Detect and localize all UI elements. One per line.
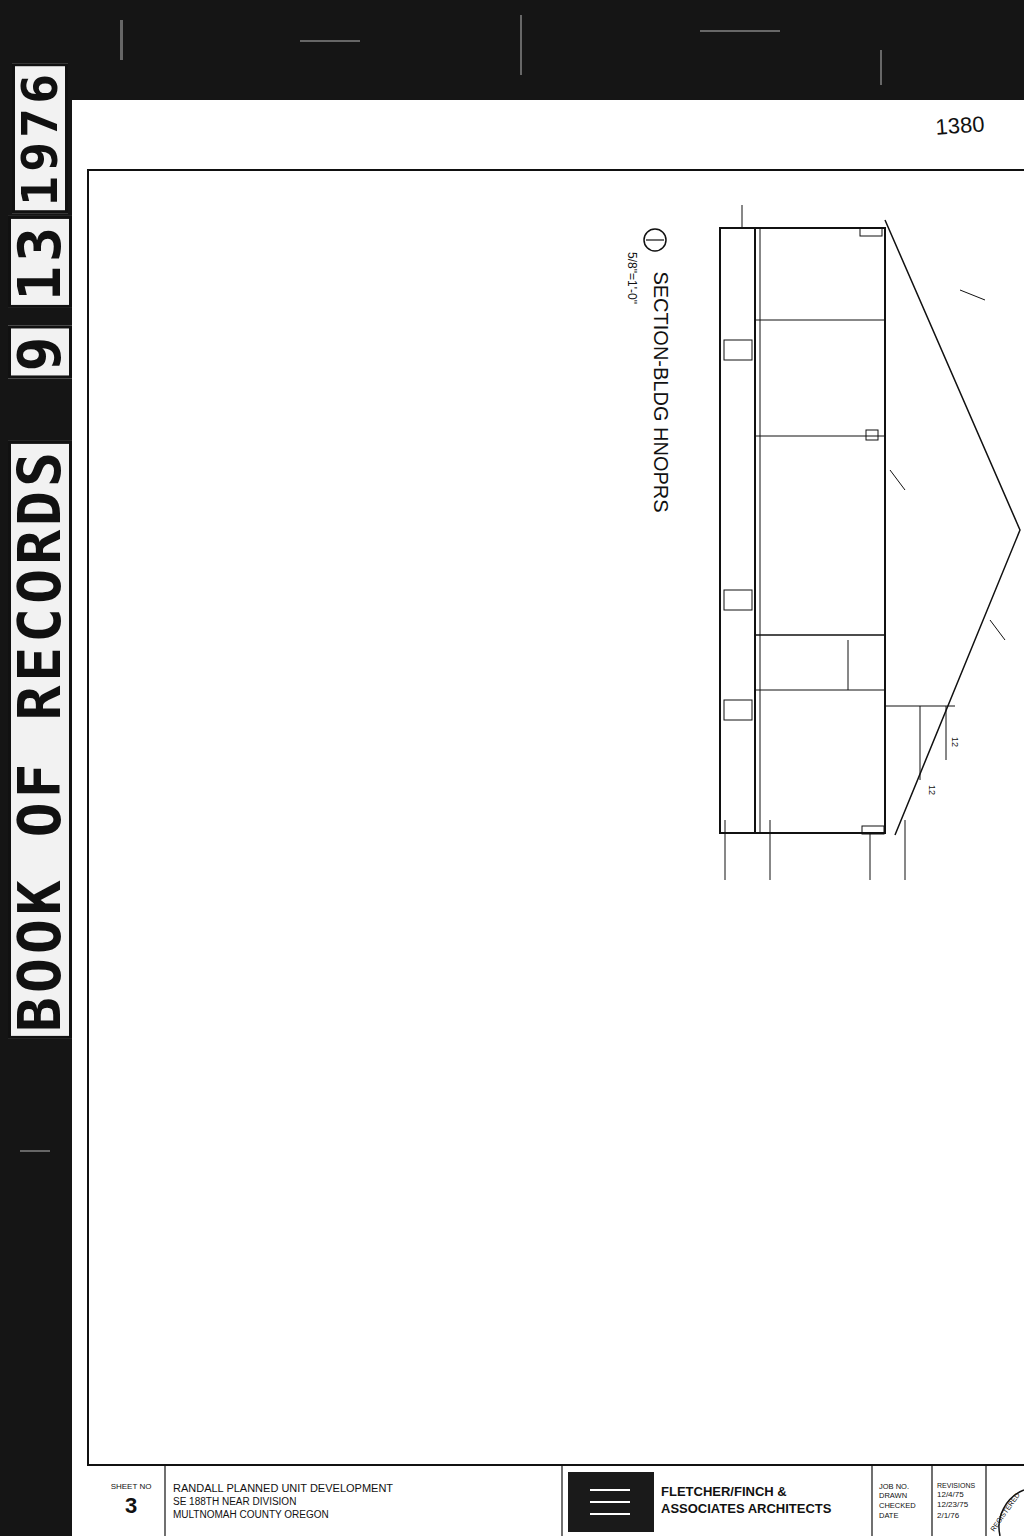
- scan-border: [0, 0, 1024, 100]
- title-block-text: 2/1/76: [937, 1511, 981, 1521]
- pitch-mark: 12: [950, 737, 960, 747]
- title-block-text: MULTNOMAH COUNTY OREGON: [173, 1508, 555, 1521]
- sheet-box: SHEET NO3: [100, 1468, 162, 1534]
- title-block-line: [88, 1464, 1024, 1466]
- sheet-border: [88, 170, 1024, 1465]
- section-symbol: [644, 229, 666, 251]
- title-block-text: 12/4/75: [937, 1490, 981, 1500]
- record-stamp: BOOK OF RECORDS: [8, 441, 72, 1039]
- revisions-box: REVISIONS12/4/7512/23/752/1/76: [934, 1468, 984, 1534]
- title-block-text: RANDALL PLANNED UNIT DEVELOPMENT: [173, 1481, 555, 1495]
- info-box: JOB NO.DRAWNCHECKEDDATE: [876, 1468, 930, 1534]
- pitch-mark: 12: [927, 785, 937, 795]
- title-block-text: CHECKED: [879, 1501, 927, 1511]
- title-block-text: 3: [103, 1492, 159, 1521]
- title-block-text: JOB NO.: [879, 1482, 927, 1492]
- firm-logo: [568, 1472, 654, 1532]
- title-block-dividers: [165, 1465, 986, 1536]
- title-block-text: SHEET NO: [103, 1482, 159, 1492]
- project-box: RANDALL PLANNED UNIT DEVELOPMENTSE 188TH…: [170, 1468, 558, 1534]
- title-block-text: SE 188TH NEAR DIVISION: [173, 1495, 555, 1508]
- scan-noise: [20, 15, 882, 1152]
- scale-note: 5/8"=1'-0": [625, 252, 639, 304]
- seal-text: REGISTERED: [989, 1491, 1021, 1532]
- record-stamp: 9: [8, 326, 72, 379]
- title-block-text: DATE: [879, 1511, 927, 1521]
- firm-box: FLETCHER/FINCH & ASSOCIATES ARCHITECTS: [658, 1468, 868, 1534]
- title-block-text: 12/23/75: [937, 1500, 981, 1510]
- section-title: SECTION-BLDG HNOPRS: [649, 271, 672, 512]
- title-block-text: REVISIONS: [937, 1481, 981, 1490]
- title-block-text: FLETCHER/FINCH & ASSOCIATES ARCHITECTS: [661, 1484, 865, 1518]
- record-stamp: 1976: [12, 63, 68, 213]
- record-number: 1380: [935, 111, 986, 140]
- scan-border: [0, 0, 72, 1536]
- record-stamp: 13: [8, 216, 72, 308]
- title-block-text: DRAWN: [879, 1491, 927, 1501]
- firm-logo-mark: [590, 1490, 630, 1514]
- building-section: [720, 205, 1020, 880]
